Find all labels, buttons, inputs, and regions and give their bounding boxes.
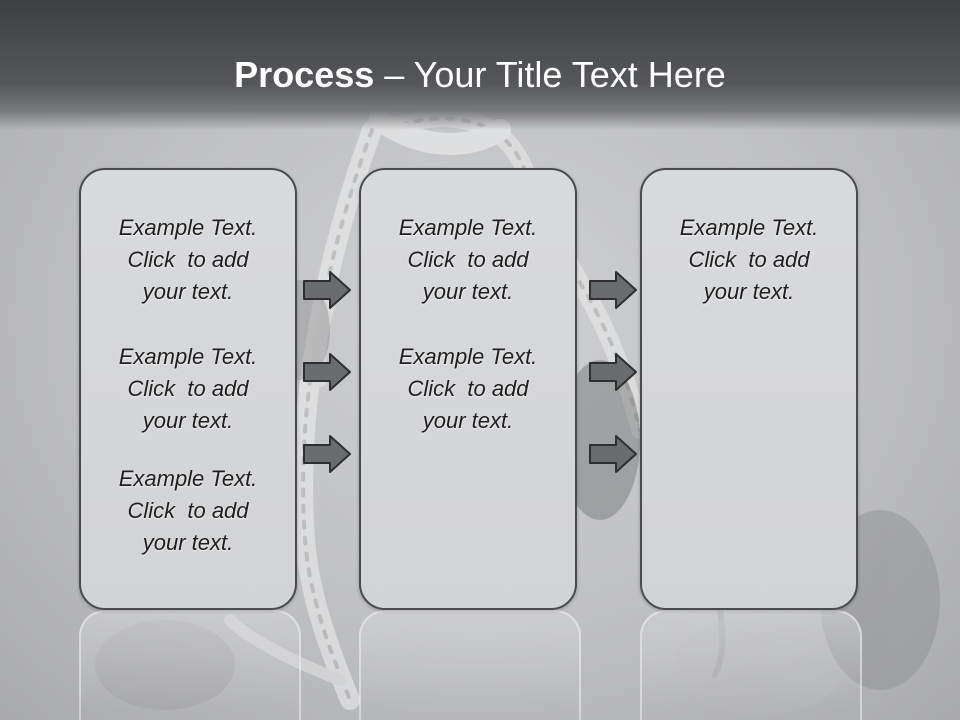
arrow-right-icon[interactable] — [588, 352, 638, 392]
panel-reflection-3 — [640, 610, 862, 720]
panel-3-text-1[interactable]: Example Text. Click to add your text. — [642, 212, 856, 308]
text-line: Click to add — [127, 247, 249, 272]
panel-2-text-2[interactable]: Example Text. Click to add your text. — [361, 341, 575, 437]
slide-title[interactable]: Process – Your Title Text Here — [0, 52, 960, 98]
text-line: your text. — [142, 530, 234, 555]
text-line: your text. — [142, 279, 234, 304]
text-line: your text. — [703, 279, 795, 304]
text-line: your text. — [142, 408, 234, 433]
text-line: Example Text. — [118, 344, 258, 369]
panel-2-text-1[interactable]: Example Text. Click to add your text. — [361, 212, 575, 308]
process-panel-2[interactable]: Example Text. Click to add your text. Ex… — [359, 168, 577, 610]
text-line: Click to add — [407, 376, 529, 401]
text-line: your text. — [422, 408, 514, 433]
process-panel-3[interactable]: Example Text. Click to add your text. — [640, 168, 858, 610]
arrow-right-icon[interactable] — [302, 352, 352, 392]
text-line: your text. — [422, 279, 514, 304]
text-line: Example Text. — [398, 344, 538, 369]
panel-reflection-1 — [79, 610, 301, 720]
panel-1-text-2[interactable]: Example Text. Click to add your text. — [81, 341, 295, 437]
title-bold-text: Process — [234, 54, 375, 95]
title-bar — [0, 0, 960, 130]
panel-reflection-2 — [359, 610, 581, 720]
arrow-right-icon[interactable] — [588, 434, 638, 474]
text-line: Click to add — [127, 498, 249, 523]
text-line: Example Text. — [118, 466, 258, 491]
text-line: Example Text. — [118, 215, 258, 240]
text-line: Click to add — [407, 247, 529, 272]
arrow-right-icon[interactable] — [302, 270, 352, 310]
process-panel-1[interactable]: Example Text. Click to add your text. Ex… — [79, 168, 297, 610]
panel-1-text-3[interactable]: Example Text. Click to add your text. — [81, 463, 295, 559]
text-line: Example Text. — [398, 215, 538, 240]
arrow-right-icon[interactable] — [302, 434, 352, 474]
text-line: Click to add — [688, 247, 810, 272]
text-line: Example Text. — [679, 215, 819, 240]
text-line: Click to add — [127, 376, 249, 401]
panel-1-text-1[interactable]: Example Text. Click to add your text. — [81, 212, 295, 308]
arrow-right-icon[interactable] — [588, 270, 638, 310]
title-rest-text: – Your Title Text Here — [374, 54, 726, 95]
